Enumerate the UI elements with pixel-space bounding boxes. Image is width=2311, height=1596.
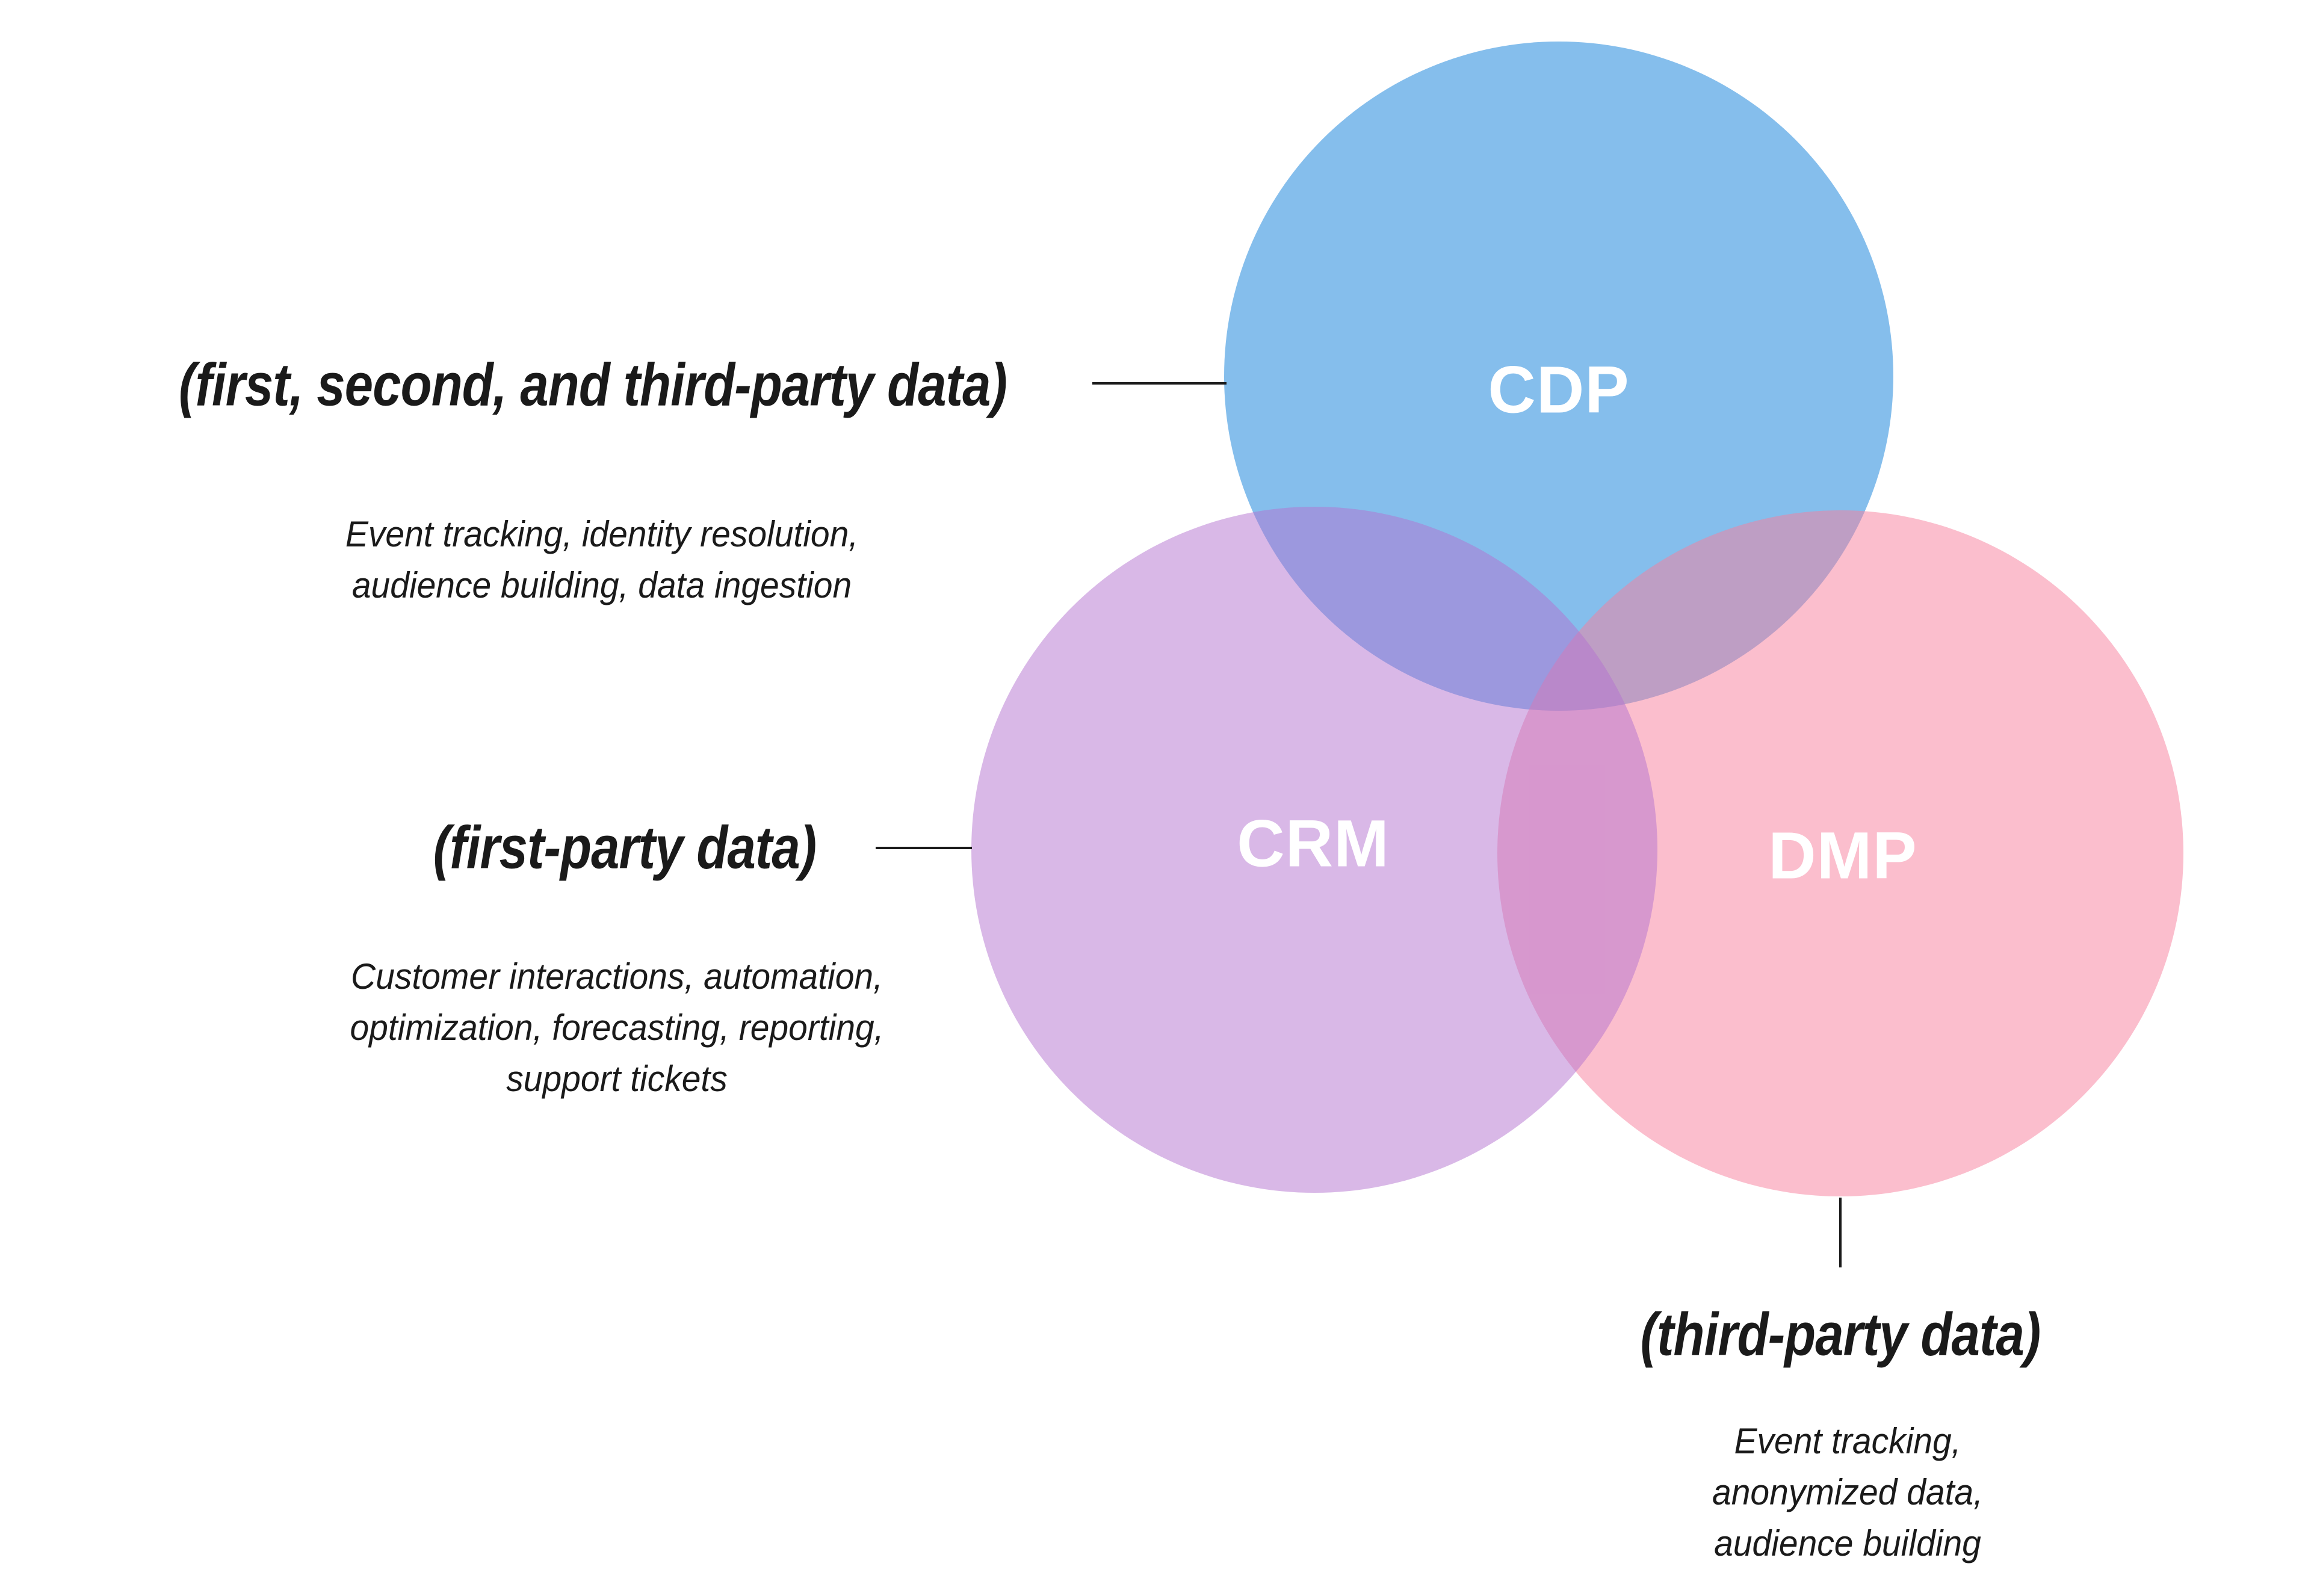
annotation-heading-cdp: (first, second, and third-party data) [179,351,1007,419]
annotation-description-cdp: Event tracking, identity resolution, aud… [345,514,859,606]
annotation-description-dmp: Event tracking, anonymized data, audienc… [1712,1421,1983,1564]
callout-line-dmp [1839,1198,1842,1267]
circle-label-crm: CRM [1237,806,1390,881]
annotation-heading-crm: (first-party data) [433,814,817,882]
annotation-description-crm: Customer interactions, automation, optim… [350,956,884,1100]
circle-label-cdp: CDP [1488,353,1630,427]
callout-line-cdp [1092,382,1227,385]
callout-line-crm [876,847,972,849]
venn-circle-crm [971,507,1657,1193]
annotation-heading-dmp: (third-party data) [1640,1301,2041,1369]
circle-label-dmp: DMP [1768,818,1917,893]
